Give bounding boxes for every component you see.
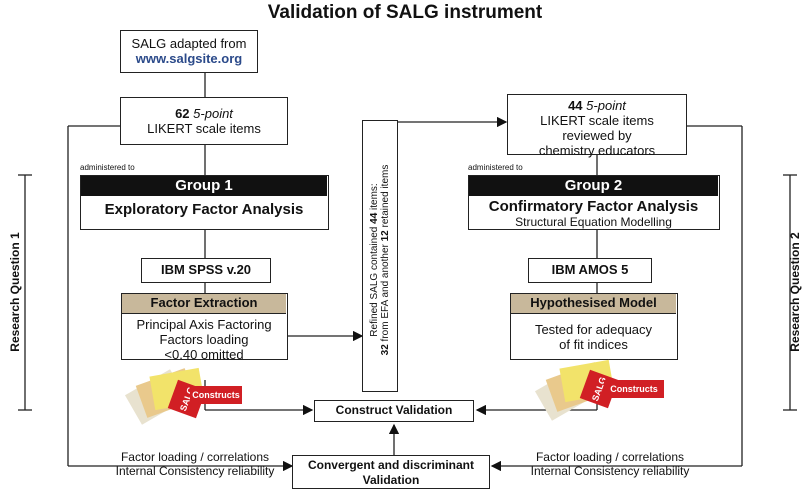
factor-extraction-line: Factors loading — [159, 332, 249, 347]
right-feedback-text: Factor loading / correlations Internal C… — [530, 450, 690, 478]
left-item-count: 62 — [175, 106, 190, 121]
source-label: SALG adapted from — [131, 36, 247, 51]
left-group-block: Group 1 Exploratory Factor Analysis — [80, 175, 329, 230]
factor-extraction-box: Factor Extraction Principal Axis Factori… — [121, 293, 288, 362]
right-items-box: 44 5-point LIKERT scale items reviewed b… — [507, 94, 687, 158]
construct-validation-box: Construct Validation — [314, 400, 474, 422]
right-item-desc: chemistry educators — [538, 143, 656, 158]
hypothesised-model-line: of fit indices — [559, 337, 628, 352]
source-link[interactable]: www.salgsite.org — [135, 51, 243, 66]
left-item-type: 5-point — [193, 106, 233, 121]
hypothesised-model-line: Tested for adequacy — [534, 322, 653, 337]
left-administered-label: administered to — [80, 163, 135, 172]
factor-extraction-line: <0.40 omitted — [164, 347, 244, 362]
constructs-label: Constructs — [190, 386, 242, 404]
source-box: SALG adapted from www.salgsite.org — [120, 30, 258, 73]
factor-extraction-header: Factor Extraction — [122, 294, 286, 314]
convergent-line: Validation — [362, 473, 420, 487]
refined-salg-column — [362, 120, 398, 392]
left-feedback-text: Factor loading / correlations Internal C… — [115, 450, 275, 478]
left-group-label: Group 1 — [81, 176, 327, 196]
right-analysis-title: Confirmatory Factor Analysis — [488, 198, 699, 215]
hypothesised-model-box: Hypothesised Model Tested for adequacy o… — [510, 293, 678, 360]
right-group-label: Group 2 — [469, 176, 718, 196]
left-analysis-title: Exploratory Factor Analysis — [104, 201, 304, 218]
right-administered-label: administered to — [468, 163, 523, 172]
right-software-box: IBM AMOS 5 — [528, 258, 652, 283]
right-group-block: Group 2 Confirmatory Factor Analysis Str… — [468, 175, 720, 230]
left-items-box: 62 5-point LIKERT scale items — [120, 97, 288, 145]
convergent-line: Convergent and discriminant — [307, 458, 475, 472]
left-software-box: IBM SPSS v.20 — [141, 258, 271, 283]
refined-salg-text: Refined SALG contained 44 items: 32 from… — [369, 164, 391, 356]
right-analysis-subtitle: Structural Equation Modelling — [515, 215, 672, 229]
factor-extraction-line: Principal Axis Factoring — [136, 317, 272, 332]
convergent-validation-box: Convergent and discriminant Validation — [292, 455, 490, 489]
right-item-type: 5-point — [586, 98, 626, 113]
right-books-illustration: SALG Constructs — [534, 359, 670, 421]
research-question-2: Research Question 2 — [788, 232, 802, 352]
right-item-desc: reviewed by — [562, 128, 632, 143]
left-books-illustration: SALG Constructs — [124, 367, 242, 425]
right-item-desc: LIKERT scale items — [540, 113, 654, 128]
research-question-1: Research Question 1 — [8, 232, 22, 352]
constructs-label: Constructs — [604, 380, 664, 398]
right-item-count: 44 — [568, 98, 583, 113]
left-item-desc: LIKERT scale items — [147, 121, 261, 136]
page-title: Validation of SALG instrument — [267, 2, 543, 23]
hypothesised-model-header: Hypothesised Model — [511, 294, 676, 314]
